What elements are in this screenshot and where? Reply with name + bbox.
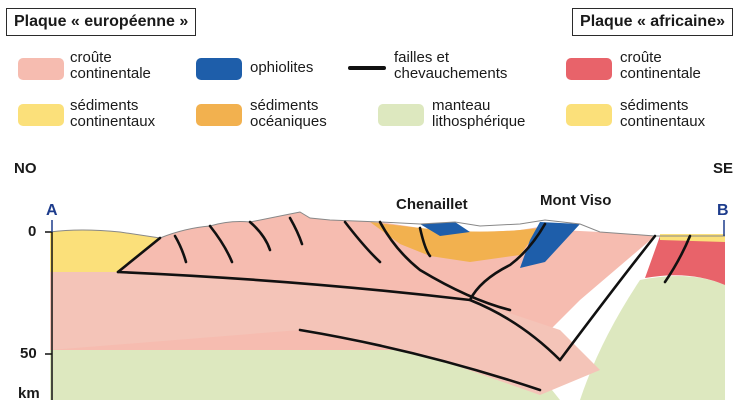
place-mont-viso: Mont Viso (540, 192, 611, 209)
depth-label-0: 0 (28, 223, 36, 240)
direction-northwest: NO (14, 160, 37, 177)
direction-southeast: SE (713, 160, 733, 177)
depth-unit: km (18, 385, 40, 402)
point-a-label: A (46, 202, 58, 220)
place-chenaillet: Chenaillet (396, 196, 468, 213)
point-b-label: B (717, 202, 729, 220)
depth-label-50: 50 (20, 345, 37, 362)
mantle-area-af (580, 276, 725, 400)
